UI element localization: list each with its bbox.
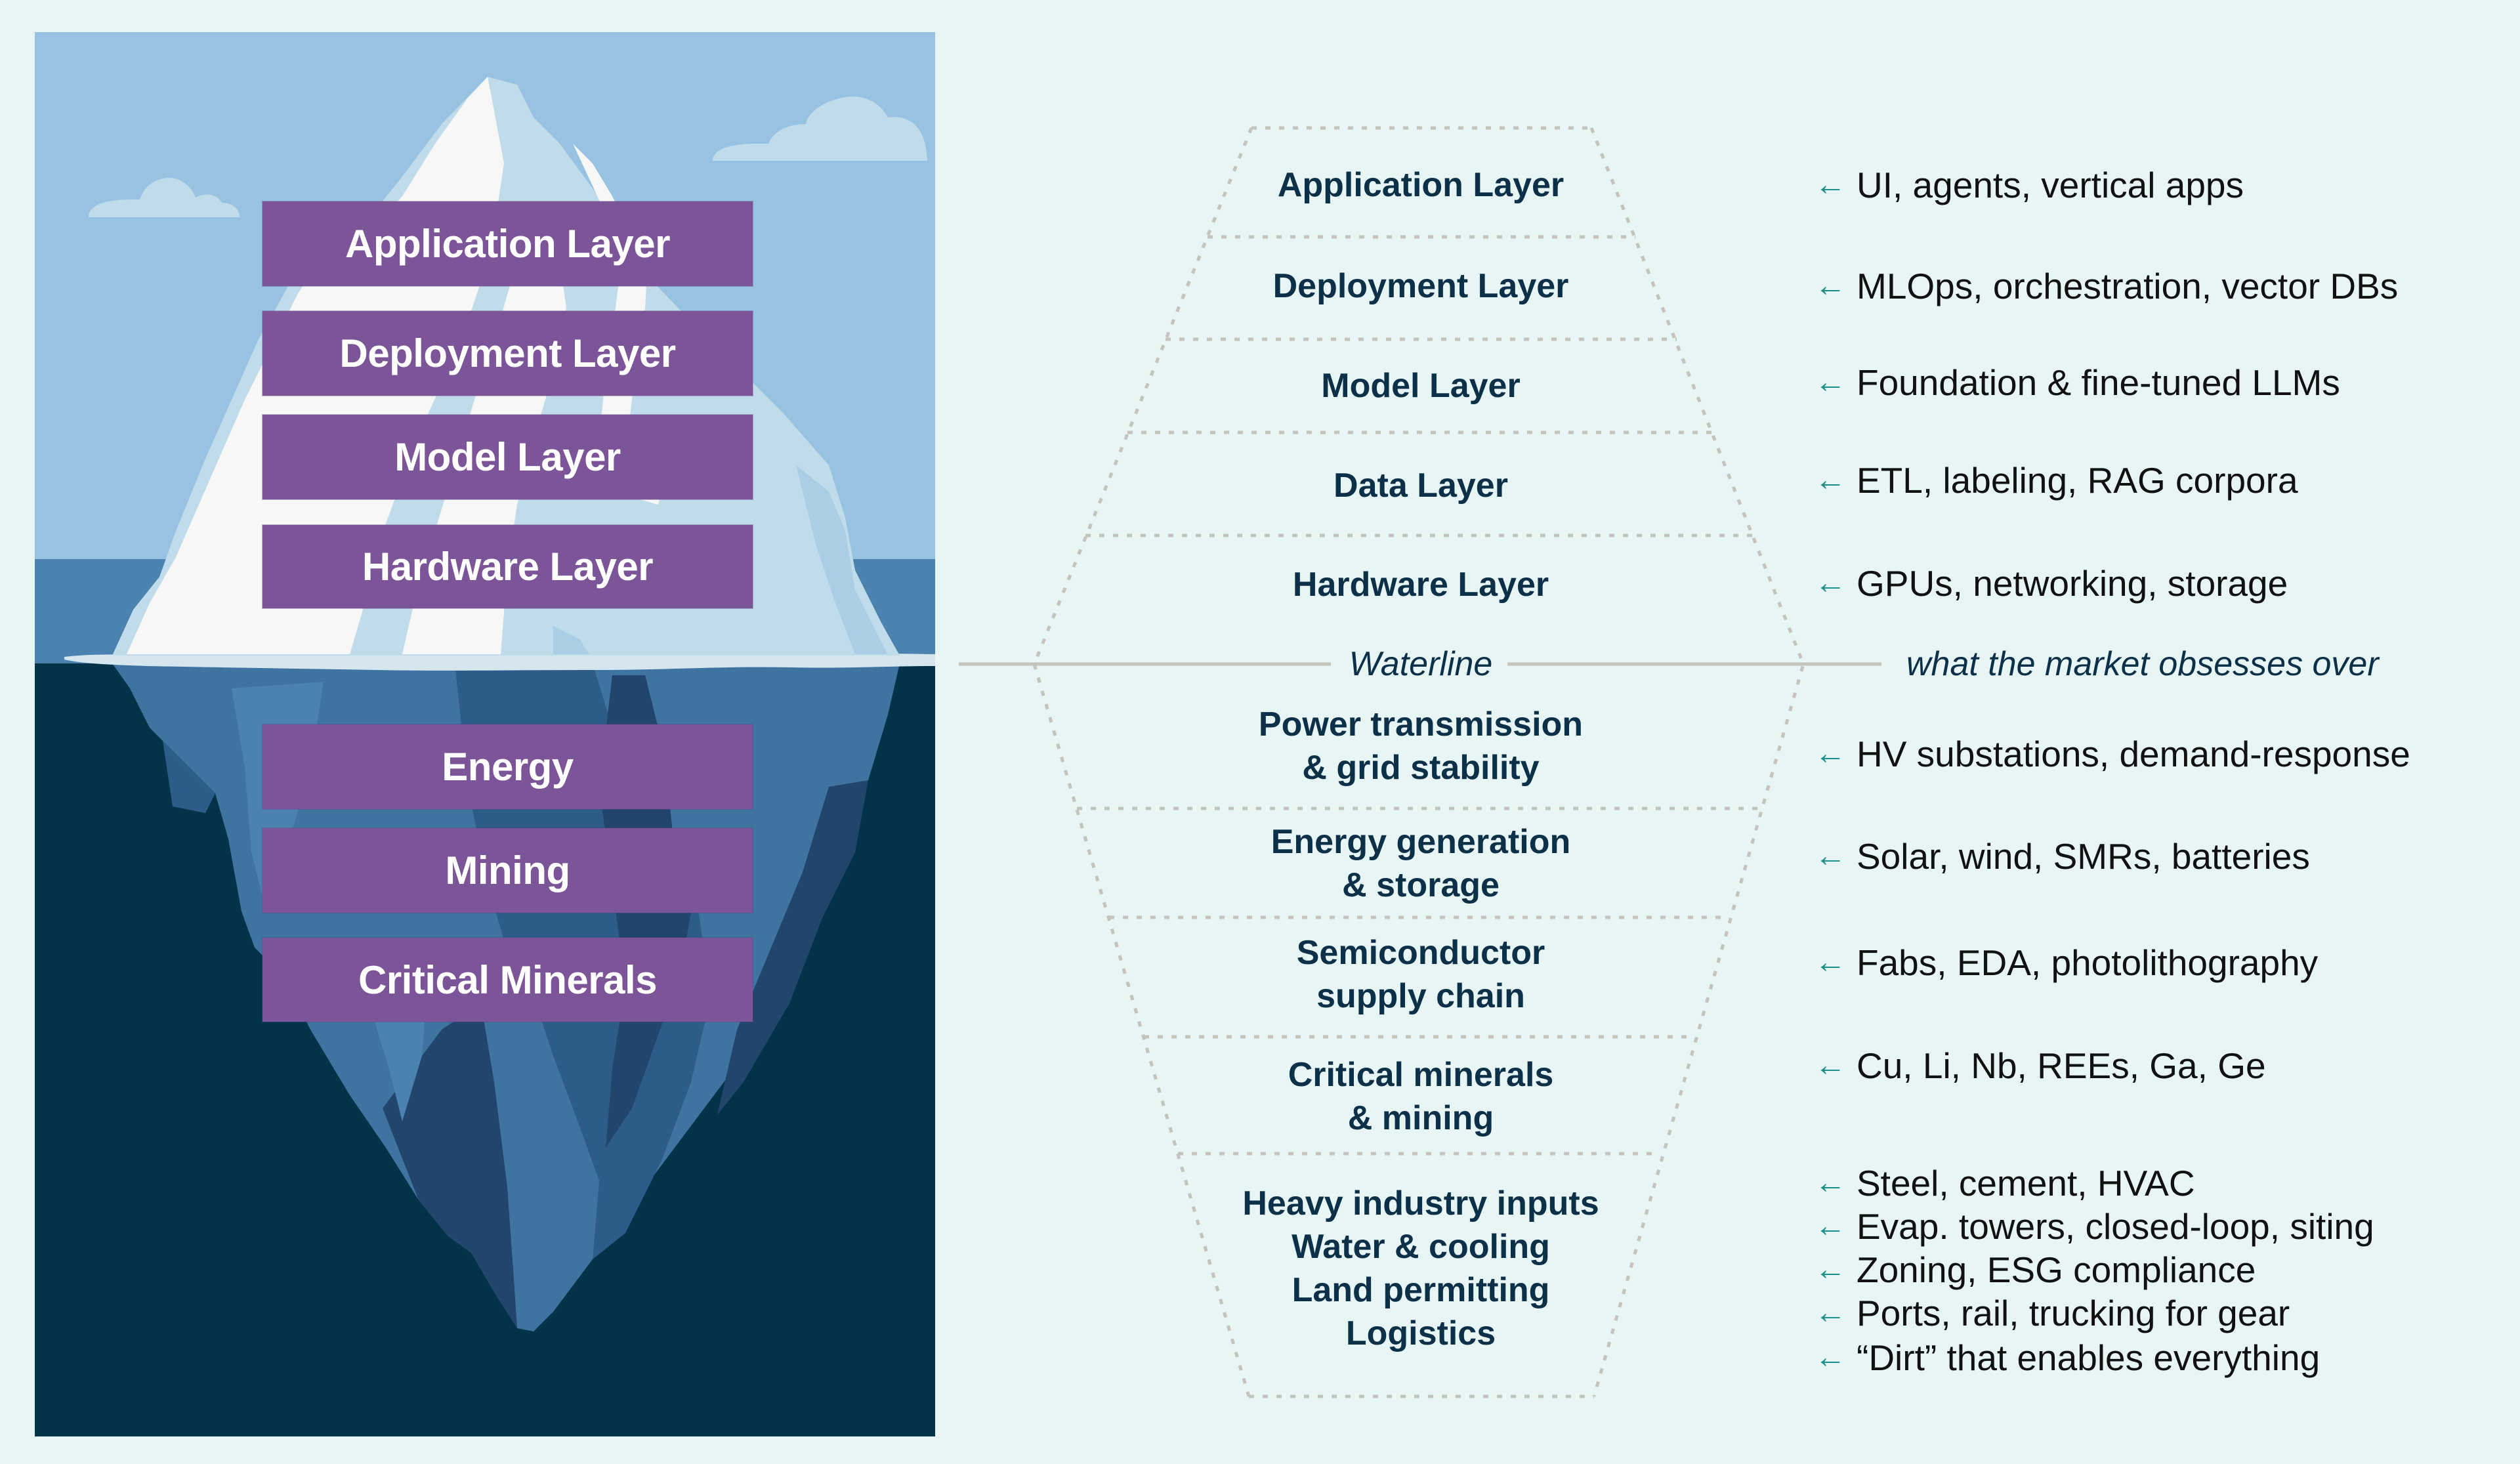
annotation-model: ← Foundation & fine-tuned LLMs bbox=[1815, 361, 2340, 404]
annotation-heavy-industry: ← Steel, cement, HVAC bbox=[1815, 1161, 2195, 1205]
arrow-left-icon: ← bbox=[1815, 1252, 1846, 1287]
annotation-text: HV substations, demand-response bbox=[1857, 734, 2410, 774]
label-line: Logistics bbox=[1345, 1314, 1496, 1352]
layer-label-semiconductor: Semiconductor supply chain bbox=[1191, 931, 1650, 1018]
layer-label-hardware: Hardware Layer bbox=[1292, 566, 1549, 604]
annotation-text: “Dirt” that enables everything bbox=[1857, 1337, 2320, 1378]
label-line: & mining bbox=[1347, 1099, 1494, 1137]
arrow-left-icon: ← bbox=[1815, 167, 1846, 202]
arrow-left-icon: ← bbox=[1815, 839, 1846, 873]
layer-label-power-transmission: Power transmission & grid stability bbox=[1191, 703, 1650, 789]
layer-label-deployment: Deployment Layer bbox=[1272, 267, 1569, 305]
label-line: Power transmission bbox=[1258, 705, 1584, 743]
annotation-power-transmission: ← HV substations, demand-response bbox=[1815, 732, 2410, 776]
layer-label-data: Data Layer bbox=[1334, 467, 1508, 505]
label-line: Heavy industry inputs bbox=[1242, 1184, 1599, 1223]
layer-label-application: Application Layer bbox=[1277, 166, 1564, 204]
annotation-hardware: ← GPUs, networking, storage bbox=[1815, 562, 2288, 605]
iceberg-label-deployment: Deployment Layer bbox=[262, 311, 753, 396]
layer-label-model: Model Layer bbox=[1321, 367, 1521, 405]
arrow-left-icon: ← bbox=[1815, 268, 1846, 303]
layer-label-critical-minerals: Critical minerals & mining bbox=[1191, 1053, 1650, 1140]
label-line: supply chain bbox=[1316, 977, 1525, 1015]
arrow-left-icon: ← bbox=[1815, 1048, 1846, 1083]
annotation-dirt: ← “Dirt” that enables everything bbox=[1815, 1336, 2320, 1379]
annotation-water-cooling: ← Evap. towers, closed-loop, siting bbox=[1815, 1205, 2374, 1248]
label-line: & storage bbox=[1342, 866, 1500, 904]
annotation-text: MLOps, orchestration, vector DBs bbox=[1857, 266, 2399, 306]
annotation-text: Zoning, ESG compliance bbox=[1857, 1249, 2256, 1290]
annotation-logistics: ← Ports, rail, trucking for gear bbox=[1815, 1291, 2290, 1335]
annotation-text: Fabs, EDA, photolithography bbox=[1857, 942, 2319, 983]
annotation-text: Solar, wind, SMRs, batteries bbox=[1857, 836, 2310, 877]
iceberg-label-critical-minerals: Critical Minerals bbox=[262, 938, 753, 1022]
annotation-text: GPUs, networking, storage bbox=[1857, 563, 2288, 604]
label-line: Water & cooling bbox=[1292, 1228, 1550, 1266]
annotation-data: ← ETL, labeling, RAG corpora bbox=[1815, 459, 2298, 502]
iceberg-label-model: Model Layer bbox=[262, 415, 753, 499]
annotation-text: Cu, Li, Nb, REEs, Ga, Ge bbox=[1857, 1045, 2266, 1086]
arrow-left-icon: ← bbox=[1815, 945, 1846, 980]
annotation-land-permitting: ← Zoning, ESG compliance bbox=[1815, 1248, 2256, 1291]
label-line: & grid stability bbox=[1302, 749, 1540, 787]
cloud-icon bbox=[713, 96, 927, 161]
cloud-icon bbox=[89, 178, 240, 217]
arrow-left-icon: ← bbox=[1815, 1340, 1846, 1375]
iceberg-label-application: Application Layer bbox=[262, 201, 753, 286]
waterline-note: what the market obsesses over bbox=[1906, 644, 2379, 683]
iceberg-illustration: Application Layer Deployment Layer Model… bbox=[35, 32, 935, 1436]
annotation-text: Evap. towers, closed-loop, siting bbox=[1857, 1206, 2374, 1247]
annotation-energy-generation: ← Solar, wind, SMRs, batteries bbox=[1815, 835, 2310, 878]
arrow-left-icon: ← bbox=[1815, 1295, 1846, 1330]
layer-outline bbox=[1032, 126, 1805, 1398]
iceberg-label-energy: Energy bbox=[262, 724, 753, 809]
label-line: Energy generation bbox=[1270, 823, 1571, 861]
annotation-application: ← UI, agents, vertical apps bbox=[1815, 163, 2244, 207]
layer-label-heavy-industry: Heavy industry inputs Water & cooling La… bbox=[1191, 1182, 1650, 1355]
annotation-text: ETL, labeling, RAG corpora bbox=[1857, 460, 2298, 501]
iceberg-label-mining: Mining bbox=[262, 828, 753, 913]
annotation-semiconductor: ← Fabs, EDA, photolithography bbox=[1815, 941, 2318, 984]
arrow-left-icon: ← bbox=[1815, 566, 1846, 600]
arrow-left-icon: ← bbox=[1815, 736, 1846, 771]
ice-shelf bbox=[64, 651, 935, 671]
arrow-left-icon: ← bbox=[1815, 365, 1846, 400]
annotation-text: UI, agents, vertical apps bbox=[1857, 165, 2244, 205]
arrow-left-icon: ← bbox=[1815, 463, 1846, 497]
annotation-text: Foundation & fine-tuned LLMs bbox=[1857, 362, 2340, 403]
waterline-label: Waterline bbox=[1349, 644, 1493, 683]
arrow-left-icon: ← bbox=[1815, 1165, 1846, 1200]
label-line: Critical minerals bbox=[1288, 1056, 1554, 1094]
annotation-text: Ports, rail, trucking for gear bbox=[1857, 1293, 2290, 1333]
iceberg-label-hardware: Hardware Layer bbox=[262, 525, 753, 608]
annotation-deployment: ← MLOps, orchestration, vector DBs bbox=[1815, 264, 2398, 308]
layer-label-energy-generation: Energy generation & storage bbox=[1191, 820, 1650, 907]
label-line: Semiconductor bbox=[1296, 934, 1545, 972]
annotation-text: Steel, cement, HVAC bbox=[1857, 1163, 2195, 1203]
arrow-left-icon: ← bbox=[1815, 1209, 1846, 1244]
label-line: Land permitting bbox=[1292, 1271, 1550, 1309]
annotation-critical-minerals: ← Cu, Li, Nb, REEs, Ga, Ge bbox=[1815, 1044, 2266, 1087]
